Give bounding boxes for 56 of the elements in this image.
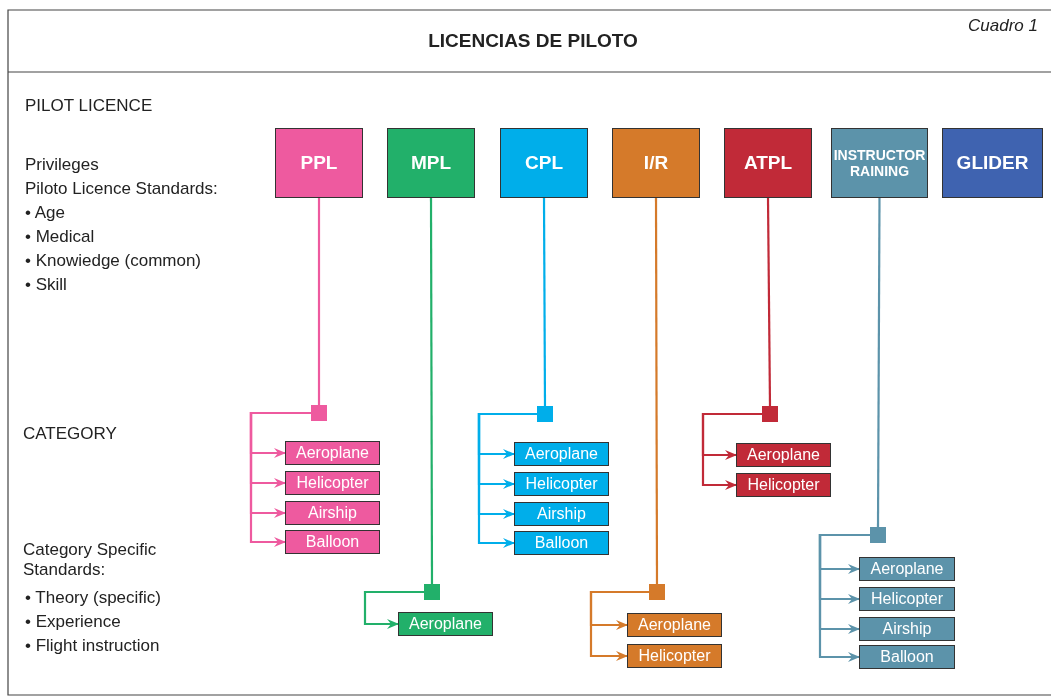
connector-line [429, 198, 434, 584]
category-box: Aeroplane [859, 557, 955, 581]
category-box: Helicopter [285, 471, 380, 495]
arrow [363, 590, 424, 629]
connector-line [766, 198, 772, 406]
arrow [701, 412, 762, 490]
licence-box: ATPL [724, 128, 812, 198]
category-box: Aeroplane [514, 442, 609, 466]
text-label: • Skill [25, 275, 67, 296]
diagram-title: LICENCIAS DE PILOTO [428, 30, 638, 52]
category-box: Aeroplane [627, 613, 722, 637]
text-label: Piloto Licence Standards: [25, 179, 218, 200]
text-label: • Theory (specific) [25, 588, 161, 609]
text-label: • Knowiedge (common) [25, 251, 202, 272]
text-label: • Experience [25, 612, 121, 633]
category-box: Helicopter [736, 473, 831, 497]
text-label: CATEGORY [23, 424, 117, 445]
category-box: Balloon [859, 645, 955, 669]
category-box: Helicopter [627, 644, 722, 668]
arrow [249, 411, 311, 547]
connector-line [876, 198, 881, 527]
text-label: PILOT LICENCE [25, 96, 153, 117]
arrow [589, 590, 649, 661]
category-box: Balloon [514, 531, 609, 555]
licence-box: GLIDER [942, 128, 1043, 198]
figure-number: Cuadro 1 [968, 16, 1038, 37]
category-box: Airship [514, 502, 609, 526]
arrow [818, 533, 870, 662]
text-label: Privileges [25, 155, 99, 176]
text-label: • Age [25, 203, 65, 224]
licence-box: I/R [612, 128, 700, 198]
licence-box: CPL [500, 128, 588, 198]
connector-line [542, 198, 547, 406]
licence-box: MPL [387, 128, 475, 198]
text-label: • Flight instruction [25, 636, 160, 657]
category-box: Aeroplane [285, 441, 380, 465]
licence-box: PPL [275, 128, 363, 198]
text-label: Category Specific Standards: [23, 540, 158, 581]
licence-box: INSTRUCTOR RAINING [831, 128, 928, 198]
junction-square [870, 527, 886, 543]
category-box: Airship [285, 501, 380, 525]
category-box: Balloon [285, 530, 380, 554]
category-box: Helicopter [859, 587, 955, 611]
category-box: Airship [859, 617, 955, 641]
junction-square [762, 406, 778, 422]
category-box: Helicopter [514, 472, 609, 496]
category-box: Aeroplane [398, 612, 493, 636]
junction-square [424, 584, 440, 600]
junction-square [311, 405, 327, 421]
connector-line [654, 198, 659, 584]
connector-line [317, 198, 321, 405]
junction-square [649, 584, 665, 600]
junction-square [537, 406, 553, 422]
category-box: Aeroplane [736, 443, 831, 467]
text-label: • Medical [25, 227, 95, 248]
arrow [477, 412, 537, 548]
